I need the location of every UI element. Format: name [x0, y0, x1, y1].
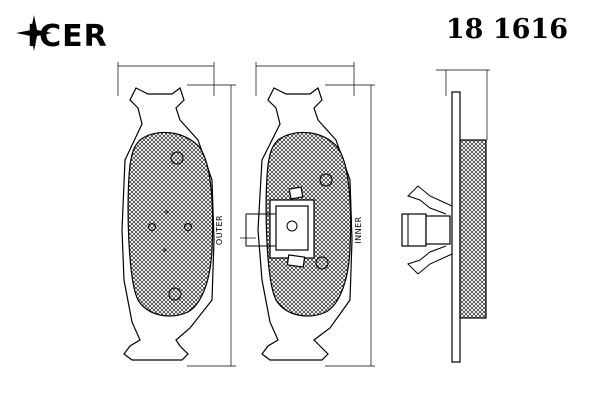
outer-rivet-bottom — [168, 287, 182, 301]
profile-spring-clip — [401, 185, 453, 275]
inner-clip-hole — [286, 220, 298, 232]
brand-logo: ICER — [16, 15, 108, 54]
profile-backing-plate — [451, 91, 461, 363]
brand-name: ICER — [27, 19, 108, 54]
outer-pin-hole-2 — [163, 248, 167, 252]
outer-rivet-left — [148, 223, 156, 231]
profile-dimensions — [436, 69, 490, 140]
side-profile-view — [401, 69, 490, 363]
inner-rivet-top — [319, 173, 333, 187]
outer-pin-hole — [165, 210, 169, 214]
four-point-star-icon — [16, 15, 52, 51]
profile-friction-layer — [459, 139, 487, 319]
part-number: 18 1616 — [446, 14, 568, 45]
outer-rivet-top — [170, 151, 184, 165]
outer-brake-pad: OUTER — [117, 62, 236, 367]
outer-rivet-right — [184, 223, 192, 231]
inner-label: INNER — [354, 216, 363, 243]
inner-rivet-bottom — [315, 256, 329, 270]
outer-label: OUTER — [215, 215, 224, 245]
outer-friction-material — [127, 131, 214, 317]
outer-pad-dimensions — [117, 62, 236, 367]
inner-brake-pad: INNER — [240, 62, 375, 367]
inner-clip-assembly — [245, 186, 315, 268]
inner-pad-dimensions — [240, 62, 375, 367]
